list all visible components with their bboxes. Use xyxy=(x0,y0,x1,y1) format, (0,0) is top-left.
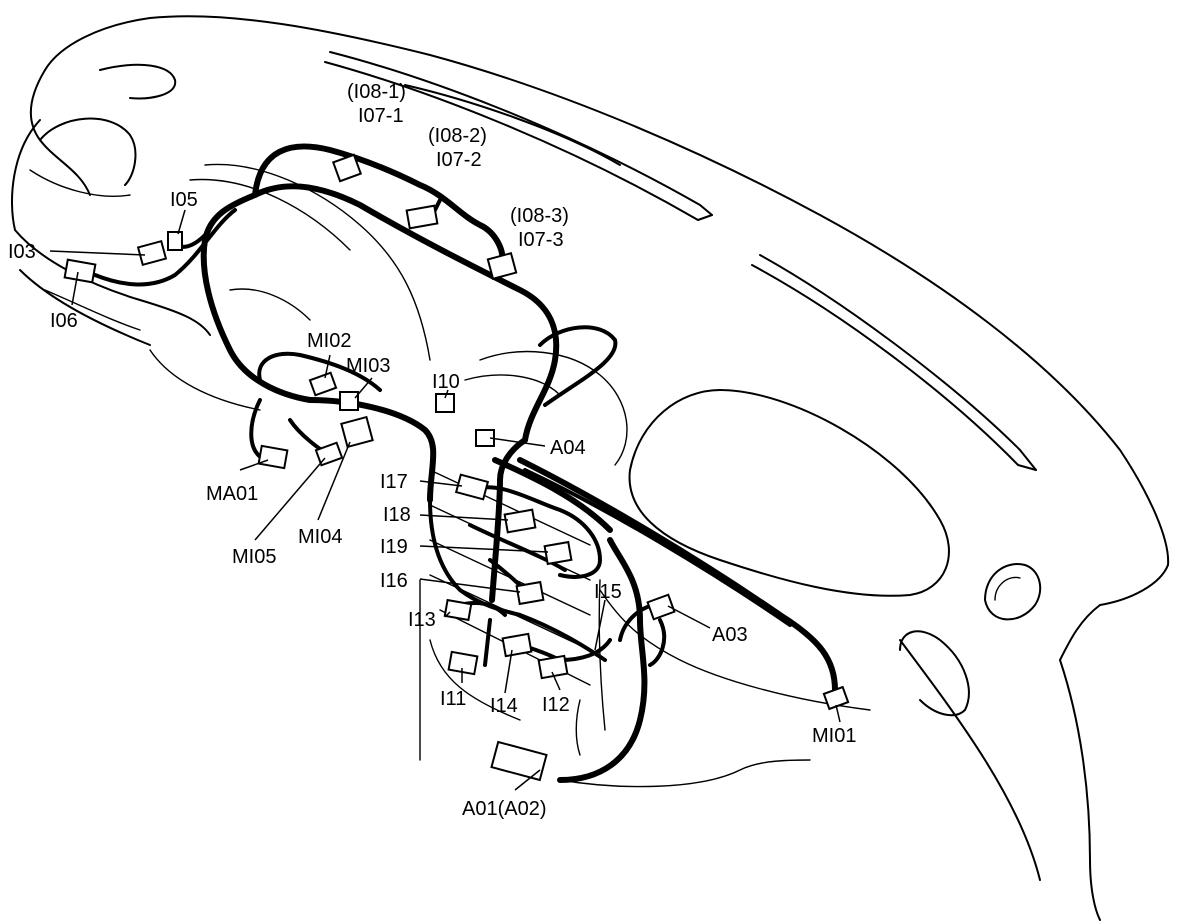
connector-i03 xyxy=(136,239,168,267)
connector-i06 xyxy=(63,258,97,284)
connector-mi03 xyxy=(339,391,359,411)
leader-lines xyxy=(49,209,841,791)
label-i19: I19 xyxy=(380,536,408,558)
wiring-harness xyxy=(93,143,838,783)
label-i11: I11 xyxy=(440,688,466,710)
connector-mi02 xyxy=(308,371,338,397)
connector-mi04 xyxy=(340,415,374,449)
label-i10: I10 xyxy=(432,371,460,393)
connector-i10 xyxy=(435,393,455,413)
connector-a03 xyxy=(646,593,676,621)
label-i16: I16 xyxy=(380,570,408,592)
label-mi03: MI03 xyxy=(346,355,390,377)
label-i15: I15 xyxy=(594,581,622,603)
connector-i07-2 xyxy=(405,204,439,230)
connector-mi05 xyxy=(314,441,344,467)
connector-ma01 xyxy=(257,444,289,470)
connector-i12 xyxy=(537,654,569,680)
label-a03: A03 xyxy=(712,624,748,646)
label-ma01: MA01 xyxy=(206,483,258,505)
dashboard-outline xyxy=(11,15,1170,921)
connector-a01 xyxy=(490,740,548,782)
connector-mi01 xyxy=(822,685,850,711)
label-i07-3: I07-3 xyxy=(518,229,564,251)
label-i08-1: (I08-1) xyxy=(347,81,406,103)
label-i08-2: (I08-2) xyxy=(428,125,487,147)
connector-i07-1 xyxy=(331,153,363,183)
label-mi01: MI01 xyxy=(812,725,856,747)
connector-i11 xyxy=(447,650,479,676)
label-i07-1: I07-1 xyxy=(358,105,404,127)
connector-i16 xyxy=(515,580,545,606)
connector-i07-3 xyxy=(486,252,518,280)
connector-i05 xyxy=(167,231,183,251)
label-a01-a02: A01(A02) xyxy=(462,798,547,820)
labels: (I08-1) I07-1 (I08-2) I07-2 (I08-3) I07-… xyxy=(8,81,856,820)
label-i07-2: I07-2 xyxy=(436,149,482,171)
label-mi02: MI02 xyxy=(307,330,351,352)
connector-i17 xyxy=(454,473,490,501)
label-mi04: MI04 xyxy=(298,526,342,548)
label-i17: I17 xyxy=(380,471,408,493)
label-i08-3: (I08-3) xyxy=(510,205,569,227)
label-i05: I05 xyxy=(170,189,198,211)
label-mi05: MI05 xyxy=(232,546,276,568)
label-i06: I06 xyxy=(50,310,78,332)
label-i14: I14 xyxy=(490,695,518,717)
label-i13: I13 xyxy=(408,609,436,631)
connector-i19 xyxy=(543,540,573,566)
label-i18: I18 xyxy=(383,504,411,526)
label-i03: I03 xyxy=(8,241,36,263)
label-i12: I12 xyxy=(542,694,570,716)
connector-i13 xyxy=(443,598,473,622)
label-a04: A04 xyxy=(550,437,586,459)
connector-i14 xyxy=(501,632,533,658)
connectors xyxy=(63,153,850,782)
connector-i18 xyxy=(503,508,537,534)
